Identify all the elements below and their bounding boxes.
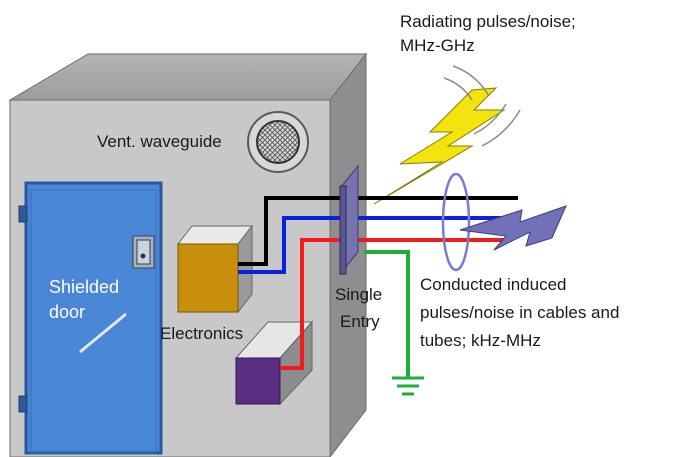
cabinet-top-face [8, 53, 368, 101]
shielded-door [18, 181, 163, 455]
conducted-label-line1: Conducted induced [420, 275, 567, 294]
cable-blue [238, 216, 512, 274]
conducted-pulse-icon [459, 205, 567, 251]
vent-waveguide [247, 111, 309, 173]
cable-bundle [238, 196, 518, 370]
conducted-label-line3: tubes; kHz-MHz [420, 331, 541, 350]
cable-black [238, 196, 518, 266]
single-entry-label-line2: Entry [340, 312, 380, 331]
door-hinge [18, 205, 28, 223]
vent-waveguide-label: Vent. waveguide [97, 132, 222, 151]
electronics-box [176, 224, 254, 314]
conducted-label-line2: pulses/noise in cables and [420, 303, 619, 322]
radiating-label-line1: Radiating pulses/noise; [400, 12, 576, 31]
electronics-label: Electronics [160, 324, 243, 343]
door-hinge [18, 395, 28, 413]
shielded-door-label-line1: Shielded [49, 277, 119, 297]
radiated-pulse-icon [373, 65, 521, 205]
cable-red [280, 238, 512, 370]
ground-connection [364, 250, 424, 396]
shielded-door-label-line2: door [49, 302, 85, 322]
cable-probe-ellipse [441, 172, 471, 272]
single-entry-plate [339, 164, 359, 276]
single-entry-label-line1: Single [335, 285, 382, 304]
radiating-label-line2: MHz-GHz [400, 36, 475, 55]
door-latch [132, 235, 155, 269]
door-handle [79, 312, 127, 354]
